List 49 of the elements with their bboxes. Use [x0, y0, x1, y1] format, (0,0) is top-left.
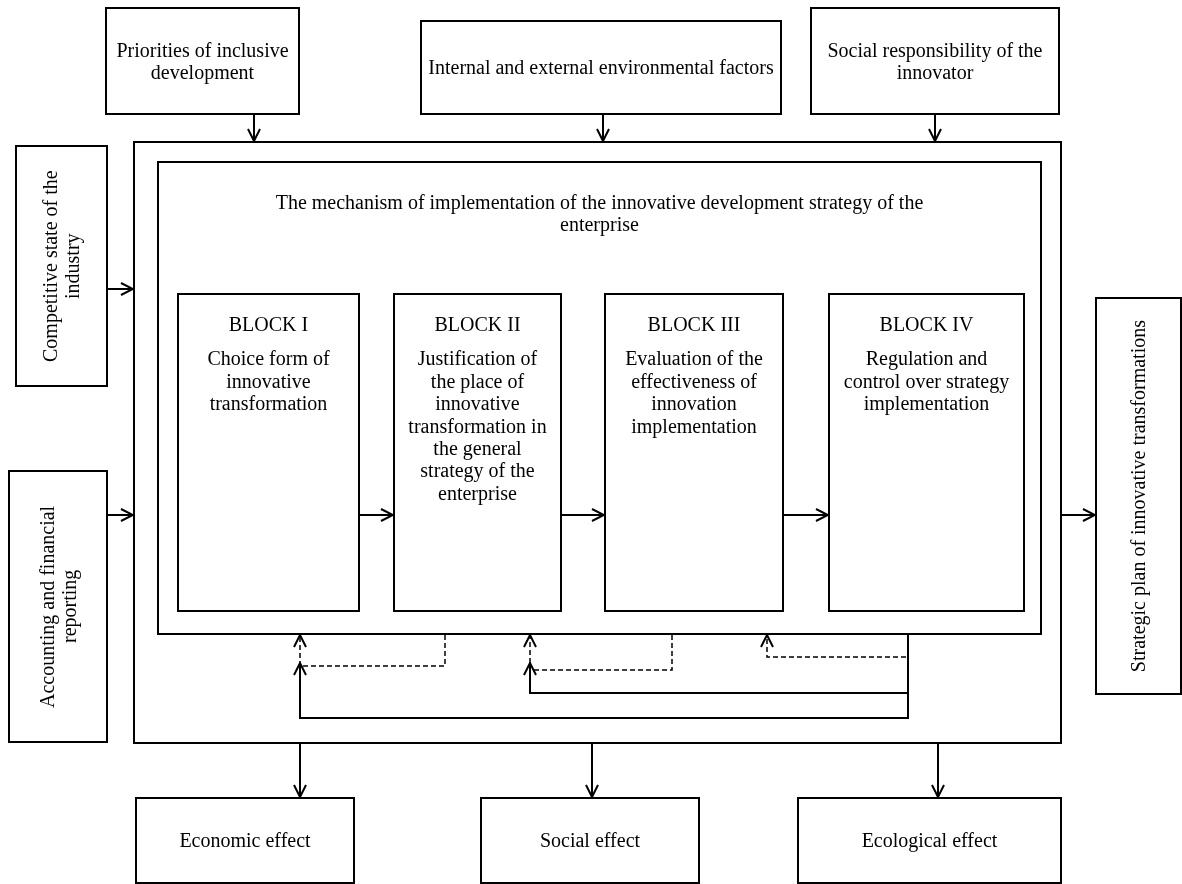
text-box	[105, 7, 300, 115]
text-box	[8, 470, 108, 743]
text-box	[15, 145, 108, 387]
vertical-label: Accounting and financial reporting	[35, 504, 81, 710]
block-box	[393, 293, 562, 612]
arrow	[783, 508, 829, 522]
feedback-arrow	[523, 634, 673, 671]
arrow	[596, 114, 610, 142]
block-description: Regulation and control over strategy implementation	[843, 347, 1010, 415]
box-label: Ecological effect	[861, 829, 998, 852]
text-box	[480, 797, 700, 884]
arrow	[585, 743, 599, 798]
box-label: Economic effect	[179, 829, 311, 852]
block-heading: BLOCK III	[646, 313, 742, 336]
block-description: Justification of the place of innovative transformation in the general strategy of the enterprise	[408, 347, 547, 505]
block-heading: BLOCK I	[227, 313, 310, 336]
vertical-label: Competitive state of the industry	[39, 169, 84, 364]
block-box	[828, 293, 1025, 612]
block-description: Choice form of innovative transformation	[206, 347, 331, 415]
text-box	[135, 797, 355, 884]
arrow	[359, 508, 394, 522]
arrow	[107, 282, 134, 296]
block-box	[177, 293, 360, 612]
arrow	[561, 508, 605, 522]
box-label: Social effect	[539, 829, 641, 852]
text-box	[1095, 297, 1182, 695]
block-description: Evaluation of the effectiveness of innovation implementation	[624, 347, 764, 437]
text-box	[797, 797, 1062, 884]
box-label: Priorities of inclusive development	[115, 38, 290, 84]
box-label: Internal and external environmental factors	[428, 56, 774, 79]
feedback-arrow	[293, 634, 446, 667]
block-heading: BLOCK IV	[878, 313, 975, 336]
mechanism-box	[157, 161, 1042, 635]
box-heading: The mechanism of implementation of the innovative development strategy of the enterprise	[274, 191, 925, 236]
text-box	[420, 20, 782, 115]
arrow	[1061, 508, 1096, 522]
block-heading: BLOCK II	[433, 313, 522, 336]
feedback-arrow	[760, 634, 909, 658]
arrow	[928, 114, 942, 142]
container-box	[133, 141, 1062, 744]
box-label: Social responsibility of the innovator	[826, 38, 1044, 84]
text-box	[810, 7, 1060, 115]
arrow	[247, 114, 261, 142]
vertical-label: Strategic plan of innovative transformations	[1127, 319, 1150, 673]
arrow	[107, 508, 134, 522]
arrow	[293, 743, 307, 798]
feedback-arrow	[293, 634, 909, 719]
arrow	[931, 743, 945, 798]
block-box	[604, 293, 784, 612]
